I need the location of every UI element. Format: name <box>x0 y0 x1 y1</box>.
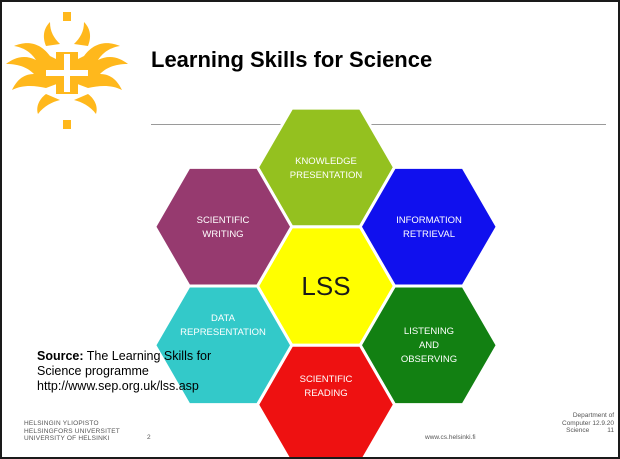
university-name-sv: HELSINGFORS UNIVERSITET <box>24 427 120 435</box>
hex-listening-observing-label-line2: AND <box>419 340 439 351</box>
department-line-1: Department of <box>572 412 615 419</box>
hex-information-retrieval-label-line1: INFORMATION <box>396 215 462 226</box>
university-name-block: HELSINGIN YLIOPISTO HELSINGFORS UNIVERSI… <box>24 420 120 443</box>
hex-scientific-writing-shape <box>153 165 294 288</box>
hex-knowledge-presentation-label-line1: KNOWLEDGE <box>295 156 357 167</box>
hex-knowledge-presentation-label-line2: PRESENTATION <box>290 170 363 181</box>
hex-listening-observing: LISTENING AND OBSERVING <box>358 284 499 407</box>
hex-listening-observing-label-line3: OBSERVING <box>401 354 457 365</box>
hex-scientific-writing: SCIENTIFIC WRITING <box>153 165 294 288</box>
hex-listening-observing-label-line1: LISTENING <box>404 326 454 337</box>
source-label: Source: <box>37 349 84 363</box>
hex-data-representation-label-line1: DATA <box>211 313 236 324</box>
source-text: The Learning Skills for Science programm… <box>37 349 212 378</box>
footer-website[interactable]: www.cs.helsinki.fi <box>425 434 476 441</box>
page-number: 2 <box>147 434 151 441</box>
department-line-2: Computer 12.9.20 <box>562 419 615 427</box>
hex-center-label: LSS <box>301 271 350 301</box>
hex-scientific-reading-label-line2: READING <box>304 388 347 399</box>
slide-title: Learning Skills for Science <box>151 47 433 72</box>
title-divider <box>151 124 606 125</box>
hex-scientific-reading-label-line1: SCIENTIFIC <box>300 374 353 385</box>
department-date-block: Department of Computer 12.9.20 Science 1… <box>562 412 614 435</box>
source-text-block: Source: The Learning Skills for Science … <box>37 349 237 379</box>
hex-information-retrieval-label-line2: RETRIEVAL <box>403 229 455 240</box>
university-name-fi: HELSINGIN YLIOPISTO <box>24 420 99 427</box>
hex-data-representation-label-line2: REPRESENTATION <box>180 327 266 338</box>
university-flame-logo-icon <box>6 12 128 129</box>
hex-scientific-writing-label-line1: SCIENTIFIC <box>197 215 250 226</box>
university-name-en: UNIVERSITY OF HELSINKI <box>24 435 110 442</box>
hex-scientific-writing-label-line2: WRITING <box>202 229 243 240</box>
source-citation: Source: The Learning Skills for Science … <box>37 349 237 394</box>
department-line-3: Science 11 <box>566 427 615 434</box>
source-url[interactable]: http://www.sep.org.uk/lss.asp <box>37 379 199 393</box>
